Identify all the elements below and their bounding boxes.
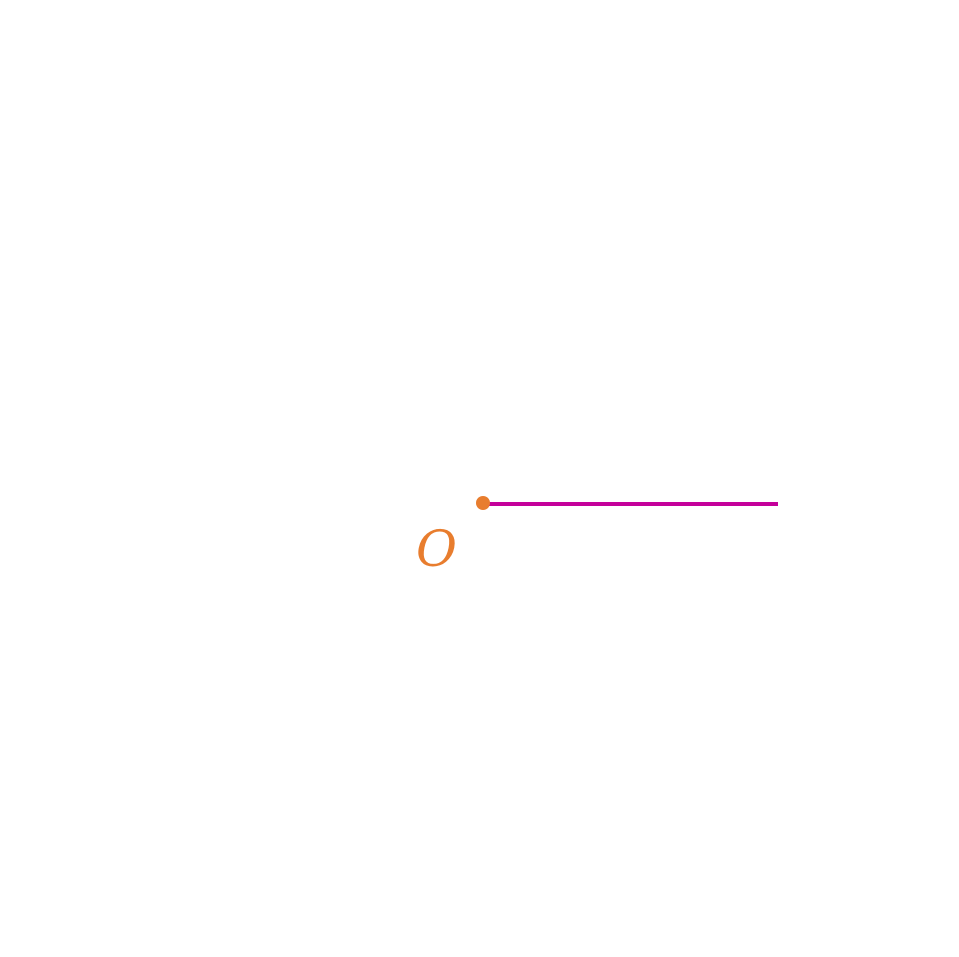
origin-point <box>476 496 490 510</box>
origin-label: O <box>416 520 457 578</box>
